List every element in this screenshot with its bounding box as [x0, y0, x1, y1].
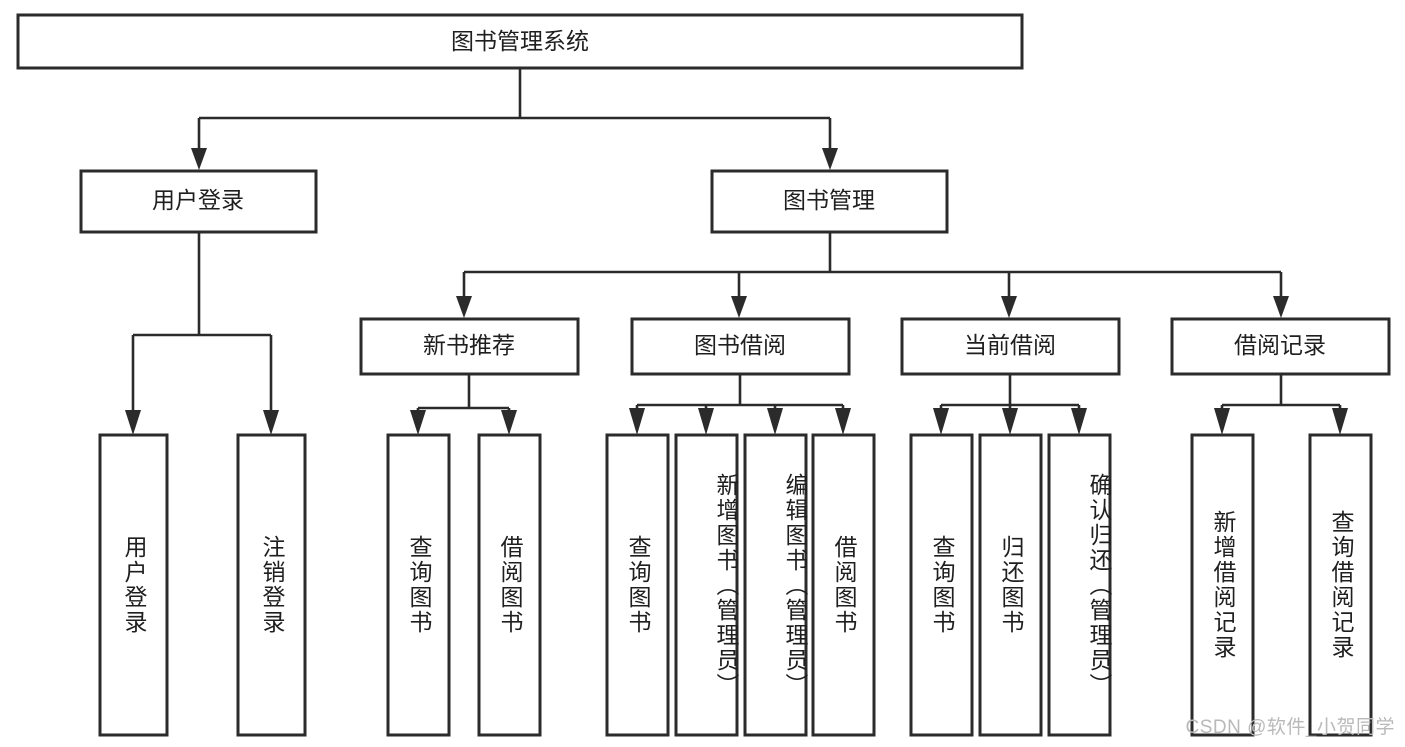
node-leaf-query-book-rec-box[interactable]: [386, 433, 451, 737]
leaf-boxes: [98, 433, 1373, 737]
node-new-book-recommend[interactable]: 新书推荐: [359, 317, 580, 376]
node-borrow-record-label: 借阅记录: [1234, 332, 1326, 358]
node-book-manage-box[interactable]: [710, 169, 949, 234]
node-root-box[interactable]: [16, 13, 1024, 70]
edge-group-user-login-children: [125, 232, 279, 435]
node-leaf-edit-book-box[interactable]: [743, 433, 808, 737]
node-leaf-query-book-borrow-box[interactable]: [605, 433, 670, 737]
node-leaf-user-logout-box[interactable]: [236, 433, 307, 737]
node-root[interactable]: 图书管理系统: [16, 13, 1024, 70]
node-new-book-recommend-label: 新书推荐: [423, 332, 515, 358]
edge-group-root-to-level2: [191, 68, 838, 170]
node-book-manage[interactable]: 图书管理: [710, 169, 949, 234]
arrow-to-leaf-query-book-rec: [410, 410, 426, 435]
arrow-to-new-book-recommend: [456, 296, 472, 318]
node-book-borrow-box[interactable]: [630, 317, 851, 376]
arrow-to-leaf-add-book: [698, 408, 714, 435]
edge-group-new-book-recommend-children: [410, 374, 517, 435]
node-root-label: 图书管理系统: [451, 28, 589, 54]
arrow-to-user-login: [191, 148, 207, 170]
node-borrow-record-box[interactable]: [1170, 317, 1391, 376]
node-user-login-box[interactable]: [79, 169, 318, 234]
arrow-to-leaf-add-record: [1214, 408, 1230, 435]
node-leaf-query-record-box[interactable]: [1308, 433, 1373, 737]
arrow-to-leaf-confirm-return: [1071, 408, 1087, 435]
node-user-login[interactable]: 用户登录: [79, 169, 318, 234]
arrow-to-leaf-borrow-book-rec: [501, 410, 517, 435]
edge-group-current-borrow-children: [933, 374, 1087, 435]
watermark-text: CSDN @软件_小贺同学: [1185, 717, 1395, 738]
arrow-to-book-manage: [822, 148, 838, 170]
node-leaf-return-book-box[interactable]: [978, 433, 1043, 737]
node-current-borrow-box[interactable]: [900, 317, 1121, 376]
arrow-to-book-borrow: [731, 296, 747, 318]
edge-group-book-manage-children: [456, 232, 1289, 318]
node-leaf-user-login-box[interactable]: [98, 433, 169, 737]
arrow-to-borrow-record: [1273, 296, 1289, 318]
node-current-borrow-label: 当前借阅: [964, 332, 1056, 358]
arrow-to-leaf-query-record: [1332, 408, 1348, 435]
arrow-to-leaf-borrow-book: [835, 408, 851, 435]
node-new-book-recommend-box[interactable]: [359, 317, 580, 376]
edge-group-book-borrow-children: [629, 374, 851, 435]
node-leaf-add-record-box[interactable]: [1190, 433, 1255, 737]
node-leaf-confirm-return-box[interactable]: [1047, 433, 1112, 737]
arrow-to-leaf-return-book: [1002, 408, 1018, 435]
node-book-borrow-label: 图书借阅: [694, 332, 786, 358]
node-leaf-borrow-book-box[interactable]: [811, 433, 876, 737]
node-leaf-borrow-book-rec-box[interactable]: [477, 433, 542, 737]
arrow-to-leaf-edit-book: [767, 408, 783, 435]
arrow-to-current-borrow: [1001, 296, 1017, 318]
arrow-to-leaf-user-login: [125, 410, 141, 435]
node-book-borrow[interactable]: 图书借阅: [630, 317, 851, 376]
node-leaf-query-book-current-box[interactable]: [909, 433, 974, 737]
arrow-to-leaf-query-book-current: [933, 408, 949, 435]
arrow-to-leaf-query-book-borrow: [629, 408, 645, 435]
node-current-borrow[interactable]: 当前借阅: [900, 317, 1121, 376]
node-book-manage-label: 图书管理: [783, 187, 875, 213]
node-borrow-record[interactable]: 借阅记录: [1170, 317, 1391, 376]
node-leaf-add-book-box[interactable]: [674, 433, 739, 737]
node-user-login-label: 用户登录: [152, 187, 244, 213]
arrow-to-leaf-user-logout: [263, 410, 279, 435]
edge-group-borrow-record-children: [1214, 374, 1348, 435]
